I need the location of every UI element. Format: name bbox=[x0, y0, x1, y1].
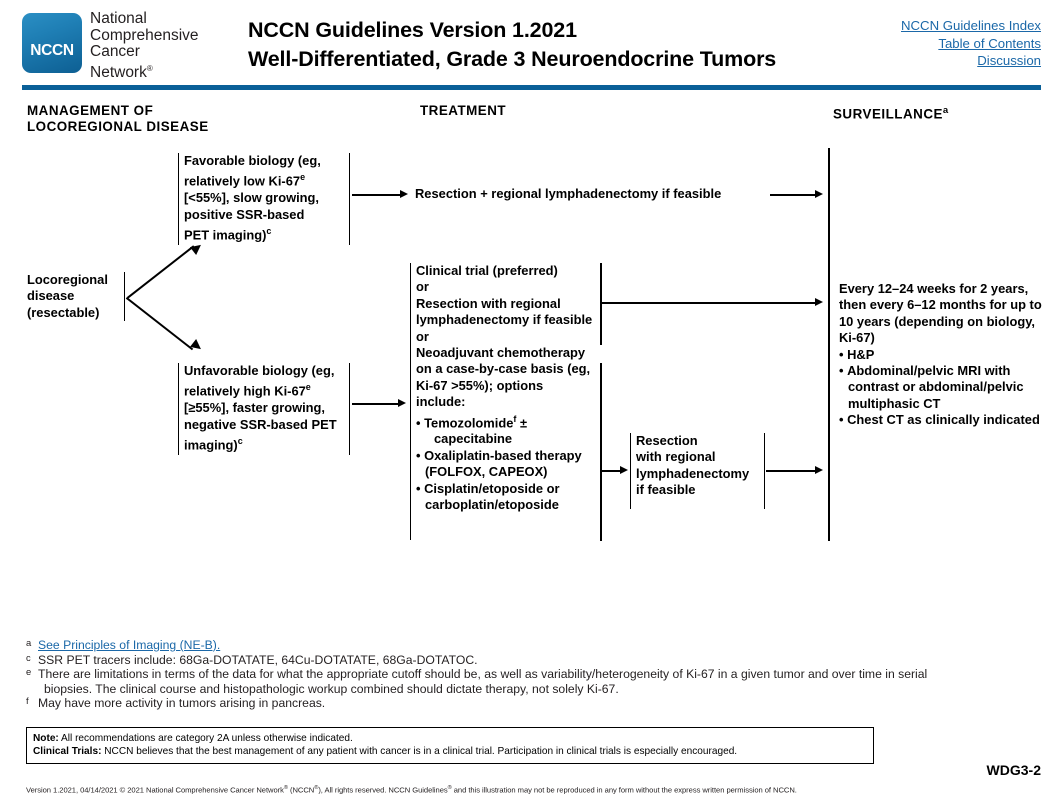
footer-copyright: Version 1.2021, 04/14/2021 © 2021 Nation… bbox=[26, 785, 797, 795]
treatment-or-2: or bbox=[416, 328, 429, 344]
treatment-box-right-edge-upper bbox=[600, 263, 602, 345]
footnotes: a See Principles of Imaging (NE-B). c SSR … bbox=[26, 637, 1046, 711]
arrowhead-resection-mid-to-surveillance bbox=[815, 466, 823, 474]
treatment-bullet-1: • Temozolomidef ±capecitabine bbox=[416, 413, 528, 447]
arrowhead-favorable-to-resection bbox=[400, 190, 408, 198]
footnote-f-mark: f bbox=[26, 695, 29, 707]
resection-top-text: Resection + regional lymphadenectomy if … bbox=[415, 186, 722, 201]
surveillance-bullet-3: • Chest CT as clinically indicated bbox=[839, 412, 1040, 428]
title-line-2: Well-Differentiated, Grade 3 Neuroendocr… bbox=[248, 47, 777, 71]
favorable-line3: [<55%], slow growing, bbox=[184, 190, 320, 206]
column-heading-management-line2: LOCOREGIONAL DISEASE bbox=[27, 118, 209, 134]
treatment-or-1: or bbox=[416, 279, 429, 295]
favorable-line1: Favorable biology (eg, bbox=[184, 153, 321, 168]
node-locoregional-disease: Locoregional disease (resectable) bbox=[27, 272, 125, 322]
column-heading-surveillance: SURVEILLANCEa bbox=[833, 105, 949, 122]
connector-resection-mid-to-surveillance bbox=[766, 470, 818, 472]
connector-branch-up bbox=[127, 245, 195, 299]
link-nccn-guidelines-index[interactable]: NCCN Guidelines Index bbox=[901, 18, 1041, 33]
link-table-of-contents[interactable]: Table of Contents bbox=[938, 35, 1041, 51]
wordmark-line-3: Cancer bbox=[90, 43, 140, 61]
footnote-c-text: SSR PET tracers include: 68Ga-DOTATATE, … bbox=[38, 652, 478, 667]
node-surveillance: Every 12–24 weeks for 2 years, then ever… bbox=[833, 281, 1048, 457]
surveillance-bullet-list: • H&P • Abdominal/pelvic MRI with contra… bbox=[839, 347, 1042, 429]
connector-branch-down bbox=[126, 297, 194, 350]
treatment-bullet-2: • Oxaliplatin-based therapy (FOLFOX, CAP… bbox=[416, 447, 582, 480]
resection-mid-line1: Resection bbox=[636, 433, 698, 448]
resection-mid-line3: lymphadenectomy bbox=[636, 465, 750, 481]
arrowhead-unfavorable-to-treatment bbox=[398, 399, 406, 407]
unfavorable-line5: imaging)c bbox=[184, 435, 243, 453]
connector-treatment-to-resection-mid bbox=[601, 470, 623, 472]
node-locoregional-line1: Locoregional bbox=[27, 272, 108, 287]
arrowhead-resection-to-surveillance bbox=[815, 190, 823, 198]
node-treatment-options: Clinical trial (preferred) or Resection … bbox=[410, 263, 602, 540]
note-box: Note: All recommendations are category 2… bbox=[26, 727, 874, 764]
footnote-e-text-cont: biopsies. The clinical course and histop… bbox=[44, 681, 619, 696]
nccn-logo-text: NCCN bbox=[30, 42, 74, 59]
wordmark-line-4: Network® bbox=[90, 63, 153, 81]
header-links: NCCN Guidelines Index Table of Contents … bbox=[901, 17, 1041, 70]
header-divider bbox=[22, 85, 1041, 90]
column-heading-management-line1: MANAGEMENT OF bbox=[27, 103, 154, 118]
title-line-1: NCCN Guidelines Version 1.2021 bbox=[248, 18, 577, 42]
connector-favorable-to-resection bbox=[352, 194, 402, 196]
footnote-e-text: There are limitations in terms of the da… bbox=[38, 667, 928, 682]
node-unfavorable-biology: Unfavorable biology (eg, relatively high… bbox=[178, 363, 350, 455]
page-title: NCCN Guidelines Version 1.2021 Well-Diff… bbox=[248, 16, 776, 74]
node-resection-mid: Resection with regional lymphadenectomy … bbox=[630, 433, 765, 509]
treatment-resection: Resection with regional lymphadenectomy … bbox=[416, 295, 593, 328]
link-discussion[interactable]: Discussion bbox=[977, 53, 1041, 68]
note-line: Note: All recommendations are category 2… bbox=[33, 733, 353, 744]
treatment-bullet-list: • Temozolomidef ±capecitabine • Oxalipla… bbox=[416, 411, 596, 514]
nccn-wordmark: National Comprehensive Cancer Network® bbox=[90, 10, 199, 82]
footnote-c-mark: c bbox=[26, 651, 31, 663]
treatment-box-right-edge-lower bbox=[600, 363, 602, 541]
unfavorable-line3: [≥55%], faster growing, bbox=[184, 400, 326, 416]
footnote-f-text: May have more activity in tumors arising… bbox=[38, 696, 326, 711]
arrowhead-treatment-to-resection-mid bbox=[620, 466, 628, 474]
resection-mid-line4: if feasible bbox=[636, 482, 696, 498]
clinical-trials-line: Clinical Trials: NCCN believes that the … bbox=[33, 746, 738, 757]
footnote-a: a See Principles of Imaging (NE-B). bbox=[26, 637, 1046, 653]
footnote-f: f May have more activity in tumors arisin… bbox=[26, 695, 1046, 711]
page-code: WDG3-2 bbox=[986, 762, 1041, 778]
column-heading-management: MANAGEMENT OF LOCOREGIONAL DISEASE bbox=[27, 103, 209, 134]
unfavorable-line2: relatively high Ki-67e bbox=[184, 382, 311, 399]
resection-mid-line2: with regional bbox=[636, 449, 716, 465]
connector-treatment-to-surveillance bbox=[601, 302, 817, 304]
favorable-line5: PET imaging)c bbox=[184, 225, 272, 243]
footnote-e-mark: e bbox=[26, 666, 32, 678]
surveillance-bullet-1: • H&P bbox=[839, 346, 875, 362]
treatment-neoadjuvant: Neoadjuvant chemotherapy on a case-by-ca… bbox=[416, 345, 591, 410]
column-heading-treatment: TREATMENT bbox=[420, 103, 507, 118]
wordmark-line-2: Comprehensive bbox=[90, 26, 199, 44]
unfavorable-line4: negative SSR-based PET bbox=[184, 416, 337, 432]
footnote-a-link[interactable]: See Principles of Imaging (NE-B). bbox=[38, 638, 221, 652]
nccn-logo: NCCN bbox=[22, 13, 82, 73]
node-locoregional-line2: disease bbox=[27, 288, 75, 304]
footnote-c: c SSR PET tracers include: 68Ga-DOTATATE,… bbox=[26, 651, 1046, 668]
connector-resection-to-surveillance bbox=[770, 194, 818, 196]
treatment-bullet-3: • Cisplatin/etoposide or carboplatin/eto… bbox=[416, 480, 560, 512]
arrowhead-treatment-to-surveillance bbox=[815, 298, 823, 306]
footnote-e: e There are limitations in terms of the d… bbox=[26, 666, 1046, 696]
node-resection-regional-lymphadenectomy: Resection + regional lymphadenectomy if … bbox=[410, 186, 765, 202]
wordmark-line-1: National bbox=[90, 10, 147, 27]
footnote-a-mark: a bbox=[26, 637, 32, 648]
surveillance-bullet-2: • Abdominal/pelvic MRI with contrast or … bbox=[839, 363, 1024, 411]
favorable-line2: relatively low Ki-67e bbox=[184, 172, 306, 189]
node-favorable-biology: Favorable biology (eg, relatively low Ki… bbox=[178, 153, 350, 245]
favorable-line4: positive SSR-based bbox=[184, 206, 305, 222]
unfavorable-line1: Unfavorable biology (eg, bbox=[184, 363, 335, 378]
surveillance-box-left-edge bbox=[828, 148, 830, 541]
treatment-clinical-trial: Clinical trial (preferred) bbox=[416, 263, 558, 278]
connector-unfavorable-to-treatment bbox=[352, 403, 400, 405]
surveillance-intro: Every 12–24 weeks for 2 years, then ever… bbox=[839, 281, 1042, 346]
arrowhead-branch-down bbox=[189, 338, 205, 354]
node-locoregional-line3: (resectable) bbox=[27, 304, 100, 320]
